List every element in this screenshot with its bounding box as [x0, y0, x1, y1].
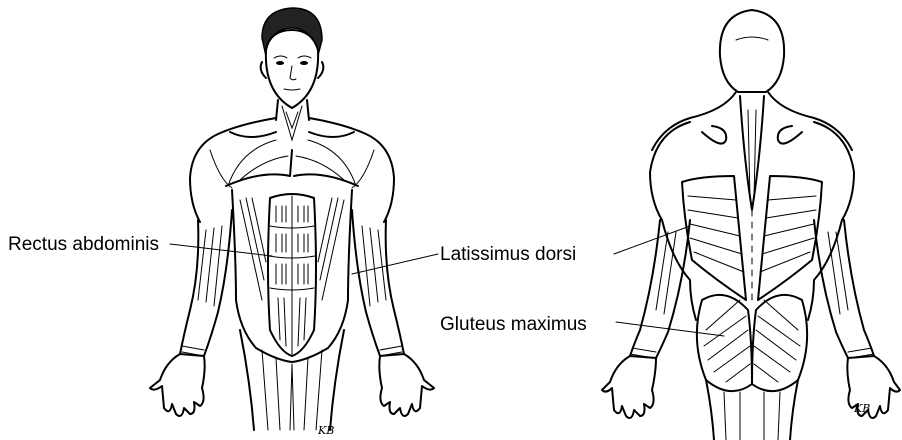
front-head [261, 8, 324, 108]
gluteus-maximus-muscle [697, 295, 807, 391]
artist-signature-back: KB [853, 402, 870, 415]
labels: Rectus abdominis Latissimus dorsi Gluteu… [8, 226, 724, 336]
front-figure: KB [150, 8, 434, 437]
back-figure: KB [602, 10, 900, 440]
label-latissimus-dorsi: Latissimus dorsi [440, 244, 576, 265]
artist-signature-front: KB [317, 424, 334, 437]
leader-line-latissimus-dorsi-back [614, 226, 690, 254]
label-gluteus-maximus: Gluteus maximus [440, 314, 587, 335]
rectus-abdominis-muscle [268, 194, 316, 356]
label-rectus-abdominis: Rectus abdominis [8, 234, 159, 255]
